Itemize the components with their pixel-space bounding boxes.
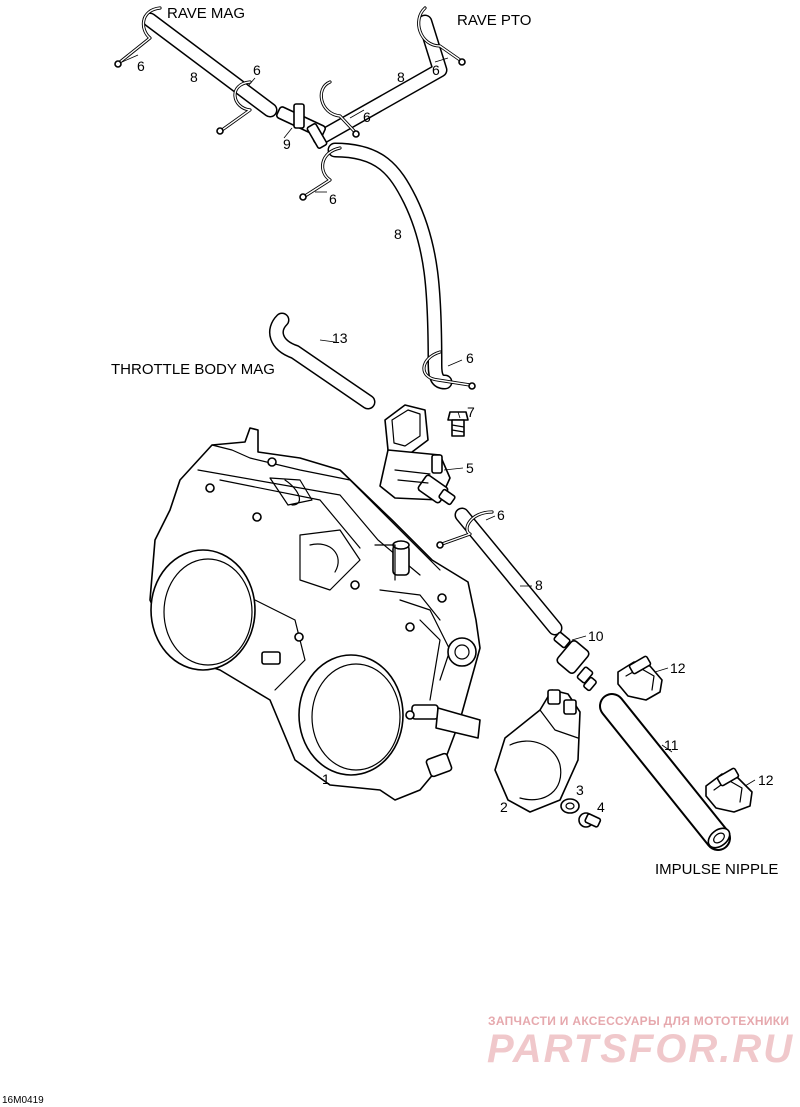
callout-3: 3 bbox=[576, 782, 584, 798]
clip-sensor-hose bbox=[436, 510, 494, 549]
washer bbox=[560, 798, 580, 814]
sensor-nipple bbox=[553, 631, 597, 692]
label-rave-pto: RAVE PTO bbox=[457, 12, 531, 29]
callout-4: 4 bbox=[597, 799, 605, 815]
tee-fitting bbox=[275, 103, 328, 149]
callout-1: 1 bbox=[322, 771, 330, 787]
callout-8: 8 bbox=[535, 577, 543, 593]
clip-rave-mag bbox=[114, 6, 162, 68]
callout-6: 6 bbox=[363, 109, 371, 125]
watermark-logo: PARTSFOR.RU bbox=[487, 1027, 794, 1071]
callout-6: 6 bbox=[466, 350, 474, 366]
callout-6: 6 bbox=[432, 62, 440, 78]
callout-13: 13 bbox=[332, 330, 348, 346]
callout-5: 5 bbox=[466, 460, 474, 476]
callout-12: 12 bbox=[758, 772, 774, 788]
solenoid-valve bbox=[379, 404, 456, 506]
label-throttle-body-mag: THROTTLE BODY MAG bbox=[111, 361, 275, 378]
callout-2: 2 bbox=[500, 799, 508, 815]
clip-tee-lower bbox=[299, 146, 342, 201]
watermark-tagline: ЗАПЧАСТИ И АКСЕССУАРЫ ДЛЯ МОТОТЕХНИКИ bbox=[488, 1014, 789, 1028]
callout-9: 9 bbox=[283, 136, 291, 152]
callout-11: 11 bbox=[664, 737, 679, 753]
callout-6: 6 bbox=[253, 62, 261, 78]
hose-clamp-lower bbox=[705, 767, 753, 813]
clip-rave-pto bbox=[417, 6, 466, 66]
screw-valve bbox=[447, 411, 469, 437]
tps-sensor bbox=[494, 689, 581, 813]
clip-valve-hose bbox=[422, 350, 476, 390]
hose-rave-mag bbox=[142, 12, 278, 118]
hose-tee-to-valve bbox=[327, 142, 453, 390]
clip-mag-tee bbox=[216, 80, 252, 135]
callout-6: 6 bbox=[329, 191, 337, 207]
callout-8: 8 bbox=[190, 69, 198, 85]
callout-8: 8 bbox=[394, 226, 402, 242]
callout-12: 12 bbox=[670, 660, 686, 676]
screw-tps bbox=[578, 812, 602, 828]
hose-valve-to-sensor bbox=[454, 507, 563, 636]
label-impulse-nipple: IMPULSE NIPPLE bbox=[655, 861, 778, 878]
hose-throttle-body-mag bbox=[269, 312, 376, 410]
callout-6: 6 bbox=[497, 507, 505, 523]
hose-impulse bbox=[599, 693, 731, 851]
throttle-body bbox=[149, 427, 481, 801]
hose-clamp-upper bbox=[617, 655, 663, 701]
hose-rave-pto bbox=[312, 14, 448, 146]
callout-10: 10 bbox=[588, 628, 604, 644]
label-rave-mag: RAVE MAG bbox=[167, 5, 245, 22]
callout-8: 8 bbox=[397, 69, 405, 85]
watermark: ЗАПЧАСТИ И АКСЕССУАРЫ ДЛЯ МОТОТЕХНИКИ PA… bbox=[487, 1014, 794, 1071]
callout-7: 7 bbox=[467, 404, 475, 420]
callout-6: 6 bbox=[137, 58, 145, 74]
drawing-code: 16M0419 bbox=[2, 1095, 44, 1106]
clip-pto-tee bbox=[319, 80, 360, 138]
